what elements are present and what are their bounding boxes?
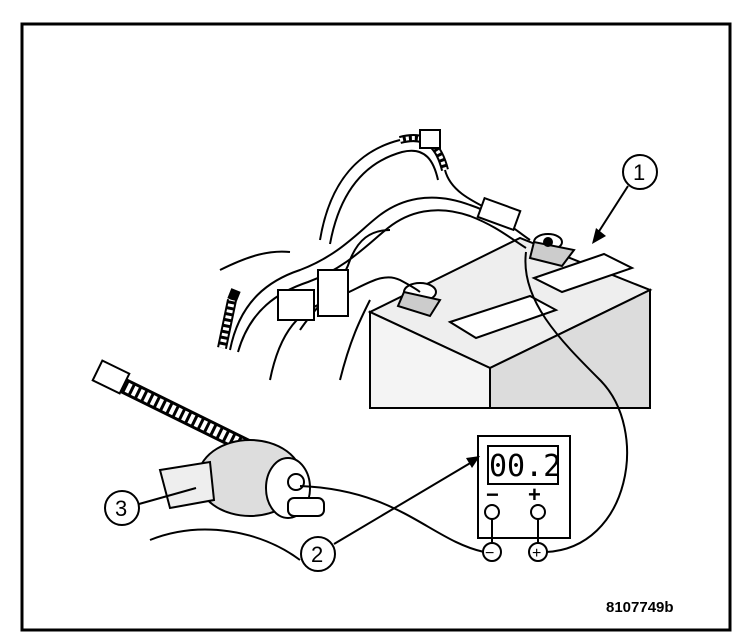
engine-block-outline — [149, 528, 301, 561]
callout-2-arrowhead — [466, 456, 480, 468]
harness-connector-2 — [317, 269, 349, 317]
callout-1-leader — [595, 185, 629, 237]
wiring-harness — [217, 129, 531, 381]
callout-3-leader — [138, 487, 197, 505]
callout-3: 3 — [104, 487, 197, 526]
callout-3-circle — [104, 490, 140, 526]
positive-probe-end — [528, 542, 548, 562]
positive-clamp — [528, 240, 576, 268]
negative-lead — [299, 485, 493, 553]
callout-1-arrowhead — [592, 228, 606, 244]
negative-probe-end — [482, 542, 502, 562]
battery-cap-left — [447, 294, 559, 340]
meter-negative-label: − — [486, 482, 499, 507]
figure-id: 8107749b — [606, 599, 674, 616]
battery-cap-right — [531, 252, 635, 294]
starter-motor — [91, 359, 325, 561]
harness-connector-3 — [419, 129, 441, 149]
callout-2-circle — [300, 536, 336, 572]
harness-cable-5 — [329, 149, 439, 245]
positive-probe-sign: + — [532, 545, 541, 562]
harness-connector-1 — [277, 289, 315, 321]
harness-cable-8 — [219, 250, 291, 271]
meter-positive-label: + — [528, 482, 541, 507]
callout-1-circle — [622, 154, 658, 190]
harness-cable-3 — [269, 276, 421, 381]
meter-reading: 00.2 — [489, 449, 561, 484]
callout-3-number: 3 — [115, 496, 127, 521]
battery-terminals — [396, 233, 576, 318]
meter-positive-jack — [530, 504, 546, 520]
solenoid-terminal — [287, 473, 305, 491]
negative-clamp — [396, 290, 442, 318]
positive-lead — [524, 251, 629, 553]
callout-1: 1 — [592, 154, 658, 244]
callout-1-number: 1 — [633, 160, 645, 185]
callout-2-leader — [333, 461, 473, 545]
callout-2-number: 2 — [311, 542, 323, 567]
test-leads: − + — [299, 251, 629, 562]
harness-cable-6 — [299, 229, 391, 331]
positive-bolt — [543, 237, 553, 247]
callout-2: 2 — [300, 456, 480, 572]
multimeter: 00.2 − + — [477, 435, 571, 539]
harness-connector-4 — [476, 196, 522, 232]
negative-probe-sign: − — [485, 545, 494, 562]
harness-cable-7 — [339, 299, 371, 381]
mounting-bracket — [158, 460, 216, 510]
harness-conduit-top-inner — [399, 136, 447, 171]
starter-cable-braid — [105, 373, 253, 453]
harness-conduit-left-inner — [219, 299, 235, 349]
solenoid-stud — [287, 497, 325, 517]
meter-display — [487, 445, 559, 485]
meter-negative-jack — [484, 504, 500, 520]
harness-cable-2 — [237, 209, 527, 353]
cable-end — [91, 359, 131, 395]
